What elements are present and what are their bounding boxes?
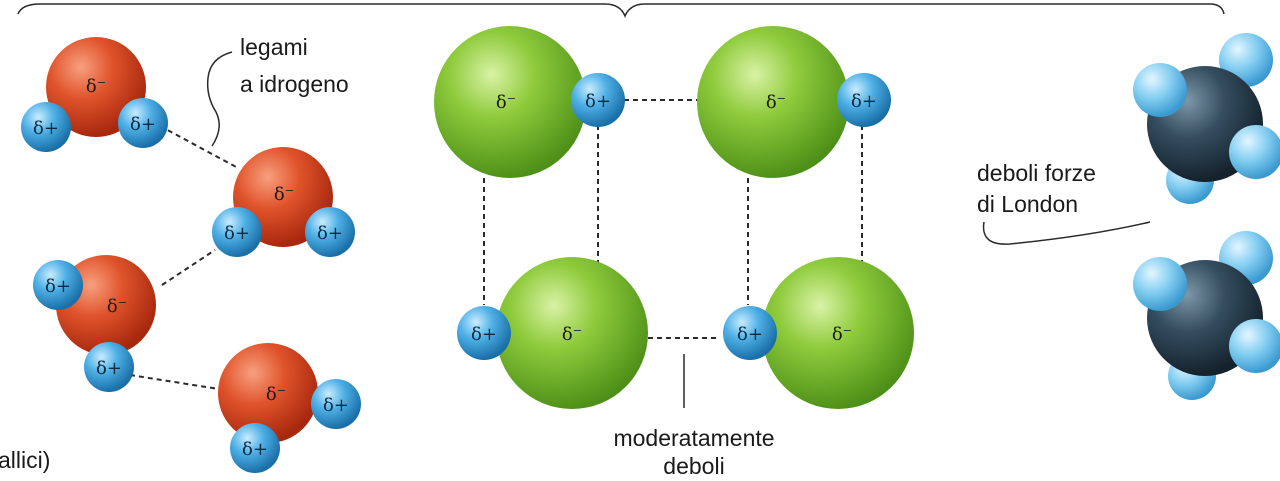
hydrogen-atom xyxy=(21,102,71,152)
charge-positive-label: δ+ xyxy=(471,324,497,345)
charge-negative-label: δ⁻ xyxy=(86,76,106,97)
london-leader xyxy=(982,221,1151,245)
water-molecule: δ⁻ δ+ δ+ xyxy=(33,255,156,392)
methane-hydrogen-atom xyxy=(1133,63,1187,117)
moderate-caption-line1: moderatamente xyxy=(613,425,774,451)
hydrogen-atom xyxy=(84,342,134,392)
dipole-molecule: δ⁻ δ+ xyxy=(697,26,891,178)
charge-positive-label: δ+ xyxy=(851,91,877,112)
hydrogen-atom xyxy=(311,379,361,429)
charge-positive-label: δ+ xyxy=(45,276,71,297)
negative-atom xyxy=(762,257,914,409)
positive-atom xyxy=(723,306,777,360)
methane-molecule xyxy=(1133,231,1280,400)
london-group: deboli forze di London xyxy=(977,33,1280,400)
water-molecule: δ⁻ δ+ δ+ xyxy=(212,147,355,257)
charge-negative-label: δ⁻ xyxy=(274,184,294,205)
charge-negative-label: δ⁻ xyxy=(266,384,286,405)
charge-negative-label: δ⁻ xyxy=(562,324,582,345)
charge-positive-label: δ+ xyxy=(224,223,250,244)
positive-atom xyxy=(457,306,511,360)
charge-positive-label: δ+ xyxy=(585,91,611,112)
hydrogen-atom xyxy=(33,260,83,310)
dipole-molecule: δ⁻ δ+ xyxy=(723,257,914,409)
positive-atom xyxy=(571,73,625,127)
charge-negative-label: δ⁻ xyxy=(832,324,852,345)
hydrogen-bond-caption-line2: a idrogeno xyxy=(240,71,349,97)
moderate-caption-line2: deboli xyxy=(663,453,724,479)
hydrogen-atom xyxy=(118,98,168,148)
charge-positive-label: δ+ xyxy=(323,395,349,416)
charge-positive-label: δ+ xyxy=(317,223,343,244)
methane-hydrogen-atom xyxy=(1229,125,1280,179)
negative-atom xyxy=(496,257,648,409)
water-molecule: δ⁻ δ+ δ+ xyxy=(218,343,361,473)
top-brace xyxy=(17,3,1225,18)
methane-molecule xyxy=(1133,33,1280,204)
charge-positive-label: δ+ xyxy=(33,118,59,139)
methane-hydrogen-atom xyxy=(1229,319,1280,373)
london-caption-line1: deboli forze xyxy=(977,160,1096,186)
dipole-molecule: δ⁻ δ+ xyxy=(457,257,648,409)
hydrogen-bond-caption-line1: legami xyxy=(240,34,308,60)
charge-positive-label: δ+ xyxy=(242,439,268,460)
hydrogen-atom xyxy=(305,207,355,257)
charge-negative-label: δ⁻ xyxy=(766,92,786,113)
charge-positive-label: δ+ xyxy=(96,358,122,379)
charge-positive-label: δ+ xyxy=(737,324,763,345)
negative-atom xyxy=(434,26,586,178)
dipole-molecule: δ⁻ δ+ xyxy=(434,26,625,178)
charge-positive-label: δ+ xyxy=(130,114,156,135)
london-caption-line2: di London xyxy=(977,191,1078,217)
hydrogen-bond-line xyxy=(129,374,226,391)
methane-hydrogen-atom xyxy=(1133,257,1187,311)
oxygen-atom xyxy=(218,343,318,443)
hydrogen-atom xyxy=(212,207,262,257)
left-cut-caption: allici) xyxy=(0,447,50,473)
negative-atom xyxy=(697,26,849,178)
positive-atom xyxy=(837,73,891,127)
hydrogen-bond-leader xyxy=(206,51,233,147)
charge-negative-label: δ⁻ xyxy=(496,92,516,113)
water-group: δ⁻ δ+ δ+ δ⁻ δ+ δ+ δ⁻ δ+ δ+ δ⁻ xyxy=(21,34,361,473)
hydrogen-bond-line xyxy=(159,125,239,169)
hydrogen-bond-line xyxy=(161,249,216,286)
dipole-group: δ⁻ δ+ δ⁻ δ+ δ⁻ δ+ δ⁻ δ+ moderatamente de… xyxy=(434,26,914,479)
charge-negative-label: δ⁻ xyxy=(107,296,127,317)
water-molecule: δ⁻ δ+ δ+ xyxy=(21,37,168,152)
hydrogen-atom xyxy=(230,423,280,473)
